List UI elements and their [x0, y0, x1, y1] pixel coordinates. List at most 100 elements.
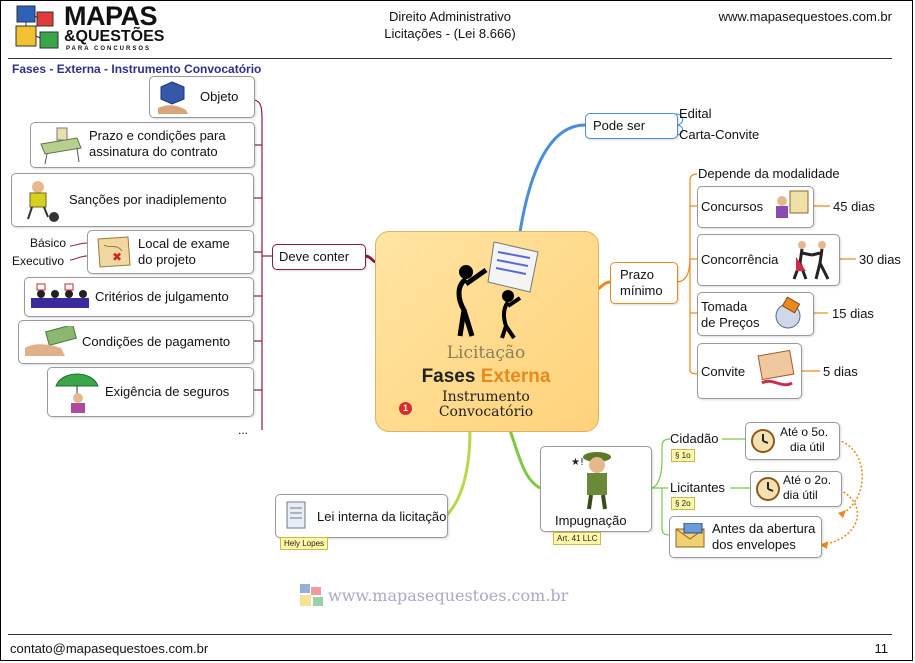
item-prazo-node[interactable]: Prazo e condições para assinatura do con…	[30, 122, 255, 168]
item-criterios-node[interactable]: Critérios de julgamento	[24, 277, 254, 317]
item-sancoes-label: Sanções por inadiplemento	[69, 192, 227, 207]
item-objeto-node[interactable]: Objeto	[149, 76, 255, 118]
hand-cube-icon	[158, 81, 188, 114]
antes-abertura-node[interactable]: Antes da abertura dos envelopes	[669, 516, 822, 558]
watermark-logo-icon	[300, 584, 323, 606]
logo	[14, 4, 64, 54]
concursos-node[interactable]: Concursos	[697, 186, 814, 228]
watermark-text: www.mapasequestoes.com.br	[328, 586, 569, 605]
logo-sub-text: &QUESTÕES	[64, 28, 165, 45]
pode-ser-node[interactable]: Pode ser	[585, 113, 678, 139]
pode-ser-option-convite: Carta-Convite	[679, 127, 760, 142]
page-heading: Fases - Externa - Instrumento Convocatór…	[12, 62, 262, 76]
local-executivo-label: Executivo	[12, 254, 65, 268]
header-divider	[8, 58, 892, 59]
convite-days: 5 dias	[823, 364, 858, 379]
item-prazo-label1: Prazo e condições para	[89, 128, 226, 143]
soldier-icon: ★!	[571, 452, 611, 510]
central-topic[interactable]	[375, 231, 599, 432]
licitantes-label: Licitantes	[670, 480, 725, 495]
prazo-minimo-label1: Prazo	[620, 267, 654, 282]
item-seguros-node[interactable]: Exigência de seguros	[47, 367, 254, 417]
logo-icon	[15, 5, 59, 49]
convite-node[interactable]: Convite	[697, 343, 802, 399]
licitantes-tag: § 2o	[671, 497, 695, 510]
cidadao-label: Cidadão	[670, 431, 719, 446]
deve-conter-node[interactable]: Deve conter	[272, 244, 366, 270]
cidadao-deadline-line2: dia útil	[790, 440, 825, 454]
item-pagamento-label: Condições de pagamento	[82, 334, 231, 349]
prazo-minimo-node[interactable]: Prazo mínimo	[610, 262, 678, 304]
header-title-line1: Direito Administrativo	[388, 9, 512, 24]
footer-divider	[8, 634, 892, 635]
item-local-label2: do projeto	[138, 252, 196, 267]
central-externa-text: Externa	[480, 366, 551, 387]
prisoner-ball-icon	[27, 181, 59, 222]
item-objeto-label: Objeto	[200, 89, 239, 104]
header-title-line2: Licitações - (Lei 8.666)	[384, 26, 516, 41]
central-instrumento-text: Instrumento	[442, 389, 530, 405]
pode-ser-label: Pode ser	[593, 118, 646, 133]
cidadao-deadline-line1: Até o 5o.	[780, 425, 829, 439]
licitantes-deadline-node[interactable]: Até o 2o. dia útil	[750, 471, 842, 507]
licitantes-deadline-line2: dia útil	[783, 488, 818, 502]
concorrencia-days: 30 dias	[859, 252, 901, 267]
jury-icon	[31, 283, 89, 308]
concorrencia-label: Concorrência	[701, 252, 779, 267]
item-sancoes-node[interactable]: Sanções por inadiplemento	[11, 173, 254, 227]
presenters-icon	[456, 241, 539, 340]
dancers-icon	[792, 241, 830, 280]
antes-abertura-line1: Antes da abertura	[712, 521, 816, 536]
tomada-precos-node[interactable]: Tomada de Preços	[697, 292, 814, 336]
plug-icon	[775, 296, 801, 329]
deve-conter-label: Deve conter	[279, 249, 350, 264]
money-hand-icon	[25, 326, 77, 356]
item-criterios-label: Critérios de julgamento	[95, 289, 229, 304]
lei-interna-node[interactable]: Lei interna da licitação	[275, 494, 448, 538]
cidadao-deadline-node[interactable]: Até o 5o. dia útil	[745, 422, 840, 460]
antes-abertura-line2: dos envelopes	[712, 537, 796, 552]
footer-page-number: 11	[874, 641, 889, 656]
clock-icon	[751, 429, 775, 453]
impugnacao-tag: Art. 41 LLC	[553, 532, 602, 545]
item-seguros-label: Exigência de seguros	[105, 384, 230, 399]
central-title-fases: Fases Externa	[375, 366, 597, 388]
tomada-days: 15 dias	[832, 306, 874, 321]
concorrencia-node[interactable]: Concorrência	[697, 234, 840, 286]
tomada-label1: Tomada	[701, 299, 748, 314]
central-subtitle: Instrumento Convocatório	[375, 390, 597, 420]
logo-main-text: MAPAS	[64, 1, 158, 31]
clock-icon-2	[756, 477, 780, 501]
central-fases-text: Fases	[421, 366, 481, 387]
depende-modalidade-label: Depende da modalidade	[698, 166, 840, 181]
item-local-label1: Local de exame	[138, 236, 230, 251]
umbrella-person-icon	[55, 373, 99, 413]
footer-email[interactable]: contato@mapasequestoes.com.br	[10, 641, 209, 656]
svg-text:✖: ✖	[112, 250, 122, 264]
header-title: Direito Administrativo Licitações - (Lei…	[300, 8, 600, 42]
concursos-label: Concursos	[701, 199, 764, 214]
left-ellipsis: ...	[238, 423, 249, 437]
central-title-licitacao: Licitação	[446, 343, 526, 363]
header-site-url[interactable]: www.mapasequestoes.com.br	[718, 9, 892, 24]
desk-icon	[40, 127, 82, 164]
map-icon: ✖	[97, 236, 131, 268]
lei-interna-label: Lei interna da licitação	[317, 509, 447, 524]
item-local-node[interactable]: ✖ Local de exame do projeto	[87, 230, 254, 274]
envelope-icon	[675, 523, 705, 548]
svg-text:★!: ★!	[571, 457, 584, 468]
item-pagamento-node[interactable]: Condições de pagamento	[18, 320, 254, 364]
logo-tagline: PARA CONCURSOS	[66, 46, 152, 52]
pode-ser-option-edital: Edital	[679, 106, 712, 121]
impugnacao-label: Impugnação	[555, 513, 627, 528]
convite-label: Convite	[701, 364, 746, 379]
central-convocatorio-text: Convocatório	[438, 404, 534, 420]
lei-interna-tag: Hely Lopes	[280, 537, 329, 550]
priority-badge: 1	[399, 402, 412, 415]
artist-icon	[776, 190, 809, 218]
licitantes-deadline-line1: Até o 2o.	[783, 473, 832, 487]
impugnacao-node[interactable]: ★! Impugnação	[540, 446, 652, 532]
cidadao-tag: § 1o	[671, 449, 695, 462]
